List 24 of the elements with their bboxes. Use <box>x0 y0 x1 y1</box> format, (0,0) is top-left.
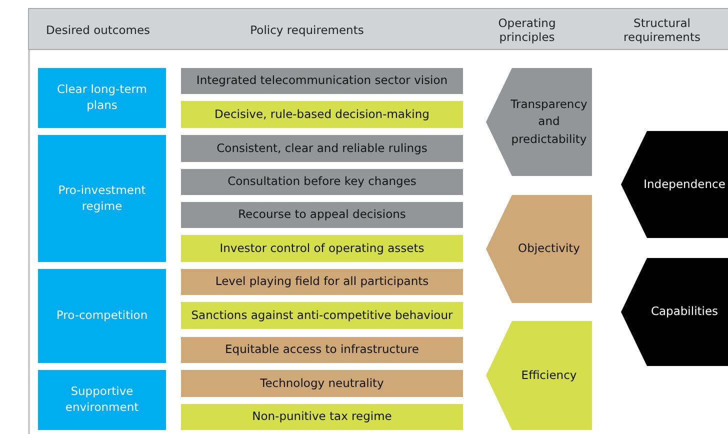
outcome-box: Pro-competition <box>38 269 166 363</box>
outcome-box: Clear long-term plans <box>38 68 166 128</box>
column-header: Policy requirements <box>250 22 364 38</box>
chevron-label: Capabilities <box>650 303 718 320</box>
requirement-bar: Equitable access to infrastructure <box>181 337 463 363</box>
requirement-bar: Consistent, clear and reliable rulings <box>181 135 463 162</box>
column-header: Structural requirements <box>622 16 702 44</box>
requirement-bar: Sanctions against anti-competitive behaviour <box>181 302 463 329</box>
requirement-bar: Integrated telecommunication sector vision <box>181 68 463 94</box>
outcome-box: Pro-investment regime <box>38 135 166 262</box>
chevron-label: Transparency and predictability <box>510 96 588 148</box>
column-header: Operating principles <box>497 16 557 44</box>
chevron-label: Efficiency <box>521 366 577 384</box>
outcome-box: Supportive environment <box>38 370 166 430</box>
requirement-bar: Consultation before key changes <box>181 169 463 195</box>
requirement-bar: Recourse to appeal decisions <box>181 202 463 228</box>
requirement-bar: Technology neutrality <box>181 370 463 397</box>
requirement-bar: Level playing field for all participants <box>181 269 463 295</box>
chevron-label: Independence <box>644 176 726 193</box>
requirement-bar: Decisive, rule-based decision-making <box>181 101 463 128</box>
requirement-bar: Investor control of operating assets <box>181 235 463 262</box>
requirement-bar: Non-punitive tax regime <box>181 404 463 430</box>
chevron-label: Objectivity <box>518 240 580 258</box>
column-header: Desired outcomes <box>46 22 150 38</box>
